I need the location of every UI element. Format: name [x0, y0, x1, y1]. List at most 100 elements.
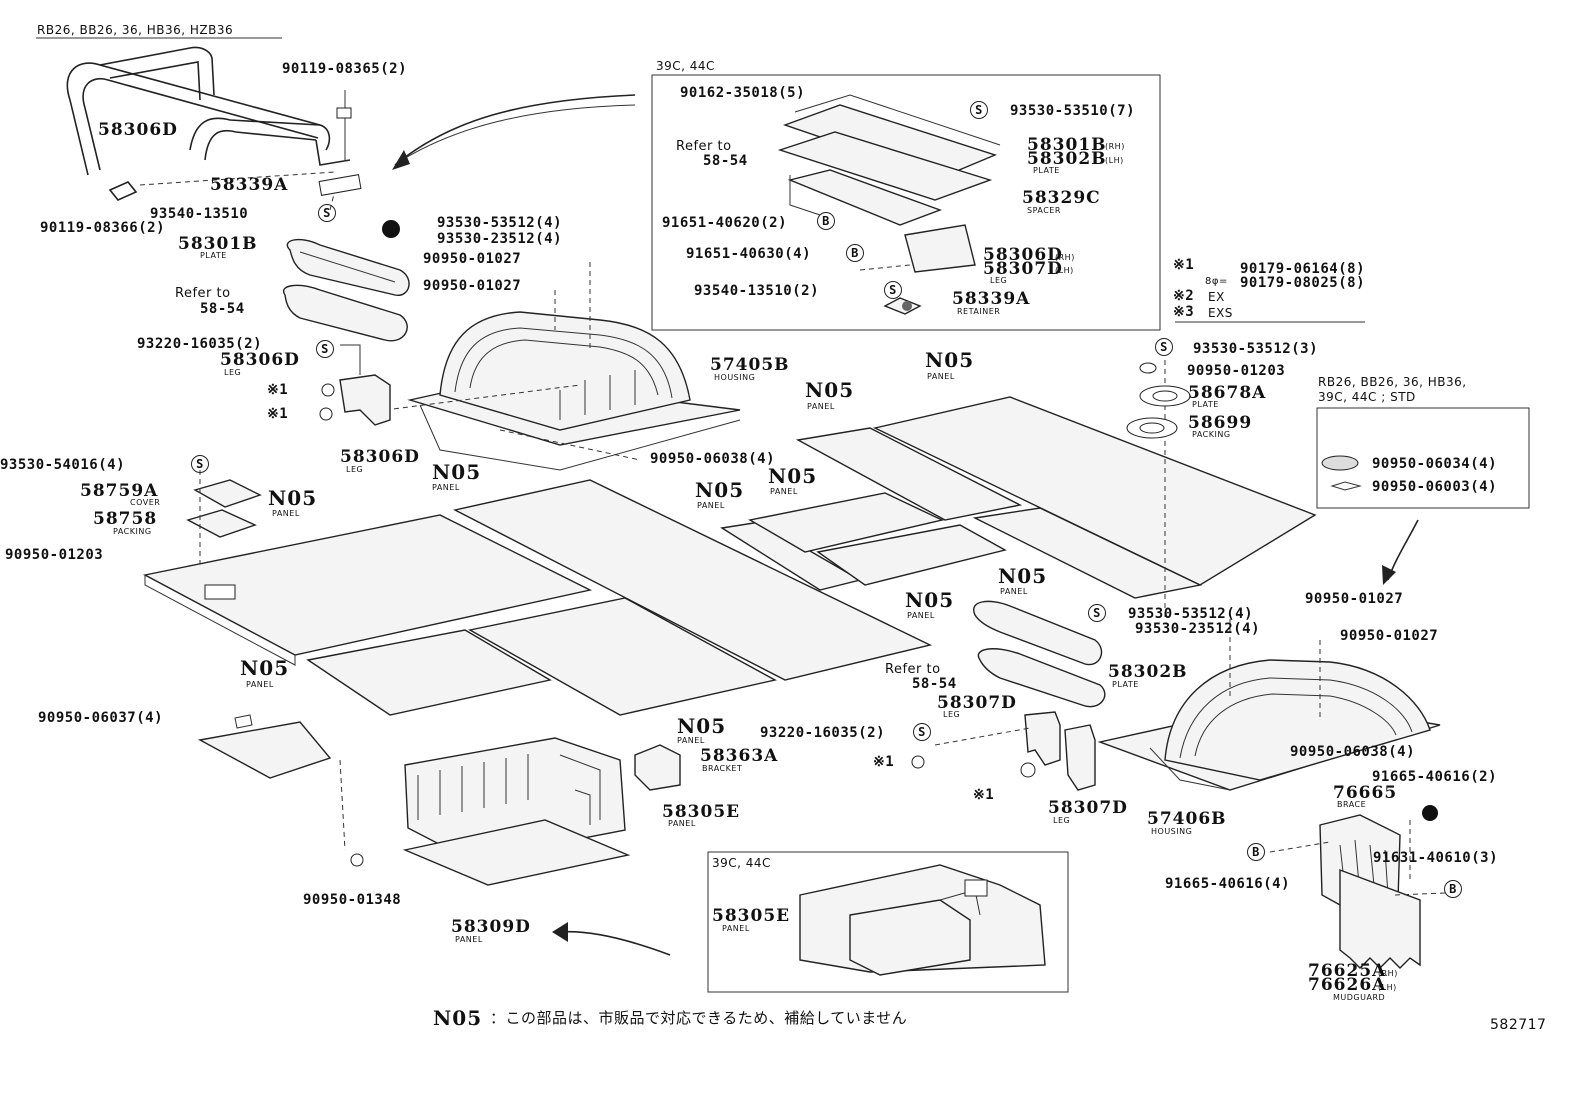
arrow-curve-bottom — [559, 930, 671, 956]
legend-mark-1: ※1 — [1173, 257, 1195, 273]
part-76665: 76665 — [1333, 783, 1398, 803]
legend-mark-3: ※3 — [1173, 304, 1195, 320]
sub-plate-58678a: PLATE — [1192, 400, 1219, 409]
box1-58301b-rh: (RH) — [1105, 142, 1125, 151]
part-93530-23512-a: 93530-23512(4) — [437, 231, 563, 247]
sub-leg-a: LEG — [224, 368, 242, 377]
floor-panels — [142, 396, 1317, 716]
box1-93530-53510: 93530-53510(7) — [1010, 103, 1136, 119]
box1-58302b-lh: (LH) — [1105, 156, 1124, 165]
symbol-b: B — [817, 212, 835, 230]
sub-panel-7: PANEL — [697, 501, 725, 510]
header-box2-a: RB26, BB26, 36, HB36, — [1318, 375, 1467, 389]
legend-note-1b: 90179-08025(8) — [1240, 275, 1366, 291]
part-76626a-lh: (LH) — [1378, 983, 1397, 992]
part-91665-40616-b: 91665-40616(4) — [1165, 876, 1291, 892]
sub-leg-d: LEG — [1053, 816, 1071, 825]
n05-6: N05 — [768, 464, 818, 488]
box1-58301b: 58301B — [1027, 135, 1107, 155]
header-box3: 39C, 44C — [712, 856, 771, 870]
sub-leg-b: LEG — [346, 465, 364, 474]
part-91665-40616-a: 91665-40616(2) — [1372, 769, 1498, 785]
symbol-s: S — [191, 455, 209, 473]
sub-packing-b: PACKING — [1192, 430, 1231, 439]
n05-4: N05 — [925, 348, 975, 372]
sub-panel-5: PANEL — [807, 402, 835, 411]
part-91631-40610: 91631-40610(3) — [1373, 850, 1499, 866]
symbol-s: S — [316, 340, 334, 358]
part-58306d-leg-a: 58306D — [220, 350, 300, 370]
part-90950-06038-a: 90950-06038(4) — [650, 451, 776, 467]
sub-panel-2: PANEL — [272, 509, 300, 518]
part-58307d-leg-b: 58307D — [1048, 798, 1128, 818]
box3-58305e: 58305E — [712, 906, 791, 926]
n05-7: N05 — [695, 478, 745, 502]
part-58758: 58758 — [93, 509, 158, 529]
box1-91651-40630: 91651-40630(4) — [686, 246, 812, 262]
symbol-s: S — [970, 101, 988, 119]
legend-note-3: EXS — [1208, 306, 1233, 320]
sub-panel-3: PANEL — [246, 680, 274, 689]
box1-58339a: 58339A — [952, 289, 1031, 309]
box2-90950-06003: 90950-06003(4) — [1372, 479, 1498, 495]
part-58699: 58699 — [1188, 413, 1253, 433]
sub-housing-b: HOUSING — [1151, 827, 1193, 836]
part-90950-01027-d: 90950-01027 — [1340, 628, 1439, 644]
detail-box-39c-44c — [651, 74, 1161, 331]
sub-retainer: RETAINER — [957, 307, 1001, 316]
part-58307d-leg-a: 58307D — [937, 693, 1017, 713]
part-58306d-frame: 58306D — [98, 120, 178, 140]
part-58759a: 58759A — [80, 481, 159, 501]
sub-panel-58309d: PANEL — [455, 935, 483, 944]
detail-box-39c-44c-bottom — [707, 851, 1069, 993]
header-box1: 39C, 44C — [656, 59, 715, 73]
n05-5: N05 — [805, 378, 855, 402]
part-58309d: 58309D — [451, 917, 531, 937]
sub-spacer: SPACER — [1027, 206, 1061, 215]
box1-93540-13510: 93540-13510(2) — [694, 283, 820, 299]
sub-leg-c: LEG — [943, 710, 961, 719]
part-57405b: 57405B — [710, 355, 790, 375]
mark-1-d: ※1 — [973, 787, 995, 803]
part-58302b: 58302B — [1108, 662, 1188, 682]
n05-2: N05 — [268, 486, 318, 510]
part-93530-54016: 93530-54016(4) — [0, 457, 126, 473]
n05-8: N05 — [998, 564, 1048, 588]
footer-n05: N05 — [433, 1006, 483, 1030]
legend-note-1a: 90179-06164(8) — [1240, 261, 1366, 277]
part-93220-16035-a: 93220-16035(2) — [137, 336, 263, 352]
sub-panel-box3: PANEL — [722, 924, 750, 933]
housing-57405b — [407, 311, 741, 471]
part-58339a: 58339A — [210, 175, 289, 195]
part-90119-08366: 90119-08366(2) — [40, 220, 166, 236]
part-93530-23512-c: 93530-23512(4) — [1135, 621, 1261, 637]
mark-1-c: ※1 — [873, 754, 895, 770]
sub-plate-58301b: PLATE — [200, 251, 227, 260]
part-76625a-rh: (RH) — [1378, 969, 1398, 978]
sub-panel-4: PANEL — [927, 372, 955, 381]
n05-9: N05 — [905, 588, 955, 612]
n05-3: N05 — [240, 656, 290, 680]
part-90950-06038-b: 90950-06038(4) — [1290, 744, 1416, 760]
part-58301b: 58301B — [178, 234, 258, 254]
box1-58306d: 58306D — [983, 245, 1063, 265]
symbol-s: S — [884, 281, 902, 299]
sub-bracket: BRACKET — [702, 764, 743, 773]
header-top-left: RB26, BB26, 36, HB36, HZB36 — [37, 23, 234, 37]
sub-packing-a: PACKING — [113, 527, 152, 536]
symbol-s: S — [1155, 338, 1173, 356]
panel-58305e — [404, 737, 626, 861]
frame-58306d — [66, 46, 351, 176]
box1-refer-1: Refer to — [676, 139, 732, 154]
sub-panel-9: PANEL — [907, 611, 935, 620]
sub-housing-a: HOUSING — [714, 373, 756, 382]
box1-91651-40620: 91651-40620(2) — [662, 215, 788, 231]
sub-panel-6: PANEL — [770, 487, 798, 496]
part-57406b: 57406B — [1147, 809, 1227, 829]
diagram-number: 582717 — [1490, 1017, 1547, 1033]
part-90950-01203-a: 90950-01203 — [5, 547, 104, 563]
sub-mudguard: MUDGUARD — [1333, 993, 1386, 1002]
sub-brace: BRACE — [1337, 800, 1367, 809]
